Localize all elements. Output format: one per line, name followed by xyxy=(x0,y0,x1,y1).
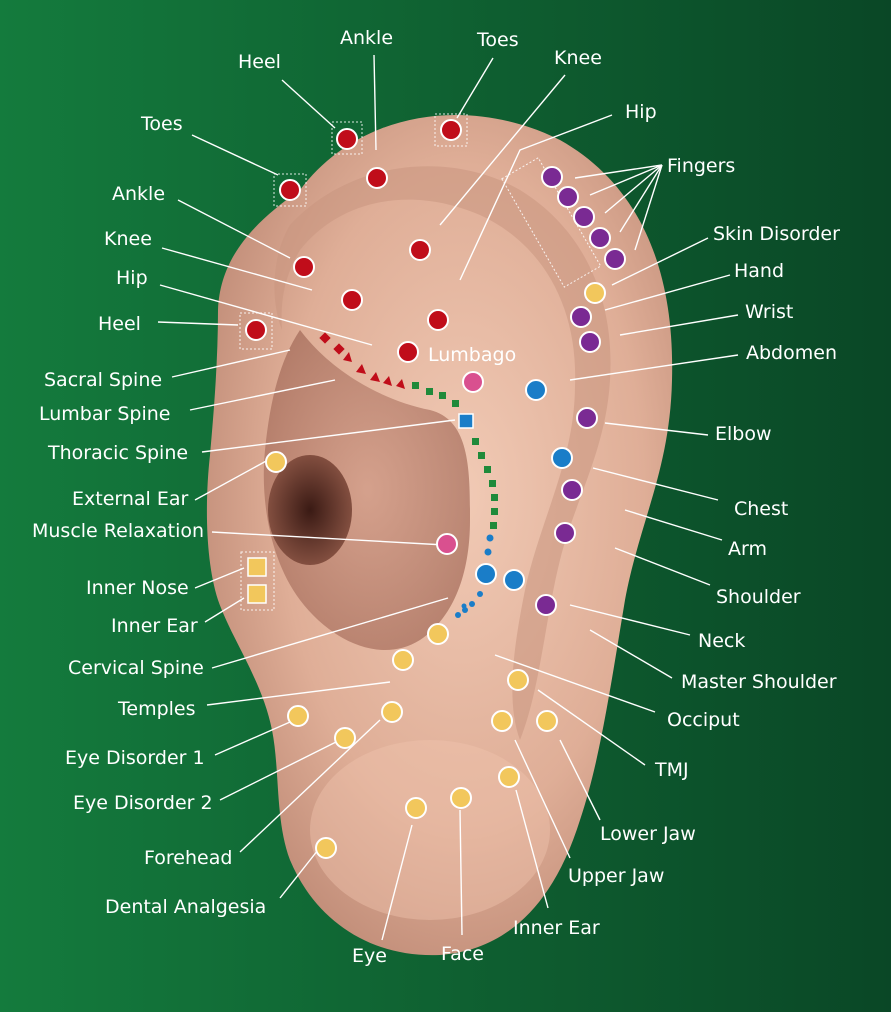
label-muscle-relaxation: Muscle Relaxation xyxy=(32,520,204,542)
labels: Heel Ankle Toes Knee Hip Fingers Toes An… xyxy=(32,27,840,967)
label-cervical-spine: Cervical Spine xyxy=(68,657,204,679)
label-knee-left: Knee xyxy=(104,228,152,250)
earlobe xyxy=(310,740,550,920)
label-knee-top: Knee xyxy=(554,47,602,69)
highlight-boxes xyxy=(239,113,602,611)
label-external-ear: External Ear xyxy=(72,488,189,510)
label-dental-analgesia: Dental Analgesia xyxy=(105,896,266,918)
label-hip-left: Hip xyxy=(116,267,148,289)
label-toes-top: Toes xyxy=(476,29,519,51)
label-lower-jaw: Lower Jaw xyxy=(600,823,696,845)
spine-markers xyxy=(319,332,498,618)
label-lumbago: Lumbago xyxy=(428,344,516,366)
label-shoulder: Shoulder xyxy=(716,586,801,608)
label-abdomen: Abdomen xyxy=(746,342,837,364)
label-sacral-spine: Sacral Spine xyxy=(44,369,162,391)
label-wrist: Wrist xyxy=(745,301,793,323)
label-chest: Chest xyxy=(734,498,788,520)
label-temples: Temples xyxy=(117,698,196,720)
label-inner-nose: Inner Nose xyxy=(86,577,189,599)
label-face: Face xyxy=(441,943,484,965)
pink-points xyxy=(436,371,484,555)
label-occiput: Occiput xyxy=(667,709,740,731)
helix-fold xyxy=(274,166,611,740)
concha-bowl xyxy=(263,330,470,651)
label-ankle-top: Ankle xyxy=(340,27,393,49)
label-ankle-left: Ankle xyxy=(112,183,165,205)
ear-canal xyxy=(268,455,352,565)
label-hand: Hand xyxy=(734,260,784,282)
label-heel-left: Heel xyxy=(98,313,141,335)
label-eye-disorder-1: Eye Disorder 1 xyxy=(65,747,205,769)
label-lumbar-spine: Lumbar Spine xyxy=(39,403,171,425)
label-thoracic-spine: Thoracic Spine xyxy=(47,442,188,464)
yellow-points xyxy=(247,282,606,859)
label-tmj: TMJ xyxy=(654,759,689,781)
label-hip-top: Hip xyxy=(625,101,657,123)
label-master-shoulder: Master Shoulder xyxy=(681,671,837,693)
label-elbow: Elbow xyxy=(715,423,772,445)
red-points xyxy=(245,119,462,363)
label-forehead: Forehead xyxy=(144,847,232,869)
blue-points xyxy=(475,379,573,591)
label-eye-disorder-2: Eye Disorder 2 xyxy=(73,792,213,814)
label-upper-jaw: Upper Jaw xyxy=(568,865,664,887)
label-eye: Eye xyxy=(352,945,387,967)
label-toes-left: Toes xyxy=(140,113,183,135)
leader-lines xyxy=(157,54,739,941)
label-fingers: Fingers xyxy=(667,155,735,177)
purple-points xyxy=(535,166,626,616)
label-arm: Arm xyxy=(728,538,767,560)
label-heel-top: Heel xyxy=(238,51,281,73)
label-inner-ear-bottom: Inner Ear xyxy=(513,917,600,939)
label-neck: Neck xyxy=(698,630,745,652)
label-skin-disorder: Skin Disorder xyxy=(713,223,840,245)
label-inner-ear-left: Inner Ear xyxy=(111,615,198,637)
